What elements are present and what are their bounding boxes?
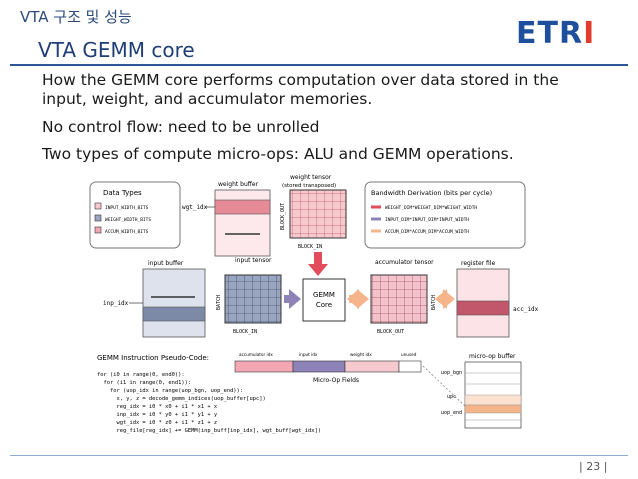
weight-block-out: BLOCK_OUT bbox=[280, 203, 286, 230]
accumulator-tensor-label: accumulator tensor bbox=[375, 259, 434, 266]
weight-buffer-label: weight buffer bbox=[218, 181, 259, 188]
acc-idx-label: acc_idx bbox=[513, 306, 539, 313]
gemm-core-label-b: Core bbox=[316, 301, 332, 309]
pseudo-line-7: wgt_idx = i0 * z0 + i1 * z1 + z bbox=[97, 420, 217, 426]
logo-text: ETR bbox=[516, 16, 584, 51]
footer-divider bbox=[10, 455, 628, 456]
uop-field-unused-label: unused bbox=[401, 352, 417, 357]
weight-arrow bbox=[308, 264, 328, 276]
pseudo-line-6: inp_idx = i0 * y0 + i1 * y1 + y bbox=[97, 412, 218, 418]
data-type-1: INPUT_WIDTH_BITS bbox=[105, 205, 149, 211]
uop-field-unused bbox=[398, 360, 422, 373]
register-file-row bbox=[456, 300, 510, 316]
accum-arrow bbox=[347, 289, 359, 309]
uop-field-acc bbox=[234, 360, 294, 373]
page-number: | 23 | bbox=[579, 460, 608, 473]
accumulator-tensor-grid bbox=[370, 274, 428, 324]
data-type-2: WEIGHT_WIDTH_BITS bbox=[105, 217, 151, 223]
input-arrow bbox=[289, 289, 301, 309]
pseudo-line-8: reg_file[reg_idx] += GEMM(inp_buff[inp_i… bbox=[97, 428, 321, 434]
inp-idx-label: inp_idx bbox=[103, 300, 129, 307]
pseudo-code-title: GEMM Instruction Pseudo-Code: bbox=[97, 354, 209, 362]
weight-swatch bbox=[94, 202, 102, 210]
uop-field-inp bbox=[292, 360, 346, 373]
input-tensor-grid bbox=[224, 274, 282, 324]
bullet-1: How the GEMM core performs computation o… bbox=[42, 71, 559, 108]
micro-op-fields-label: Micro-Op Fields bbox=[313, 377, 359, 384]
input-buffer-label: input buffer bbox=[148, 260, 184, 267]
gemm-core bbox=[302, 278, 346, 322]
pseudo-line-2: for (i1 in range(0, end1)): bbox=[97, 380, 191, 386]
register-file-label: register file bbox=[461, 260, 495, 267]
uop-buffer-label: micro-op buffer bbox=[469, 353, 516, 360]
pseudo-line-3: for (uop_idx in range(uop_bgn, uop_end))… bbox=[97, 388, 243, 394]
title-divider bbox=[10, 64, 628, 66]
upc-label: upc bbox=[447, 394, 456, 400]
gemm-core-diagram: Data Types INPUT_WIDTH_BITS WEIGHT_WIDTH… bbox=[89, 174, 539, 434]
uop-field-wgt-label: weight idx bbox=[350, 352, 372, 357]
pseudo-line-4: x, y, z = decode_gemm_indices(uop_buffer… bbox=[97, 396, 266, 402]
bandwidth-3: ACCUM_DIM*ACCUM_DIM*ACCUM_WIDTH bbox=[385, 229, 469, 235]
data-type-3: ACCUM_WIDTH_BITS bbox=[105, 229, 149, 235]
weight-tensor-label: weight tensor bbox=[290, 174, 332, 181]
weight-buffer-row bbox=[214, 199, 271, 215]
bandwidth-box bbox=[364, 181, 526, 249]
pseudo-line-5: reg_idx = i0 * x0 + i1 * x1 + x bbox=[97, 404, 218, 410]
uop-field-inp-label: input idx bbox=[299, 352, 318, 357]
pseudo-line-1: for (i0 in range(0, end0)): bbox=[97, 372, 185, 378]
weight-tensor-sub: (stored transposed) bbox=[282, 183, 336, 189]
slide-title: VTA GEMM core bbox=[38, 38, 195, 62]
bullet-3: Two types of compute micro-ops: ALU and … bbox=[42, 145, 514, 163]
bandwidth-title: Bandwidth Derivation (bits per cycle) bbox=[371, 189, 492, 197]
input-block-in: BLOCK_IN bbox=[233, 329, 257, 335]
uop-field-wgt bbox=[344, 360, 400, 373]
data-types-title: Data Types bbox=[103, 189, 142, 197]
uop-end-label: uop_end bbox=[441, 410, 462, 416]
input-swatch bbox=[94, 214, 102, 222]
bullet-2: No control flow: need to be unrolled bbox=[42, 118, 320, 136]
uop-buffer-current bbox=[464, 404, 522, 414]
logo-text-accent: I bbox=[583, 16, 596, 51]
input-buffer bbox=[142, 268, 206, 338]
regfile-arrow bbox=[435, 289, 447, 309]
etri-logo: ETRI bbox=[516, 16, 595, 51]
bandwidth-2: INPUT_DIM*INPUT_DIM*INPUT_WIDTH bbox=[385, 217, 469, 223]
accum-batch: BATCH bbox=[431, 295, 437, 310]
uop-bgn-label: uop_bgn bbox=[441, 370, 462, 376]
data-types-box bbox=[89, 181, 181, 249]
wgt-idx-label: wgt_idx bbox=[182, 204, 208, 211]
accum-block-out: BLOCK_OUT bbox=[377, 329, 404, 335]
input-buffer-row bbox=[142, 306, 206, 322]
accum-swatch bbox=[94, 226, 102, 234]
weight-tensor-grid bbox=[289, 189, 347, 239]
input-tensor-label: input tensor bbox=[235, 257, 272, 264]
section-title: VTA 구조 및 성능 bbox=[20, 8, 132, 26]
uop-field-acc-label: accumulator idx bbox=[239, 352, 273, 357]
weight-block-in: BLOCK_IN bbox=[298, 244, 322, 250]
gemm-core-label-a: GEMM bbox=[313, 291, 335, 299]
bandwidth-1: WEIGHT_DIM*WEIGHT_DIM*WEIGHT_WIDTH bbox=[385, 205, 477, 211]
input-batch: BATCH bbox=[216, 295, 222, 310]
